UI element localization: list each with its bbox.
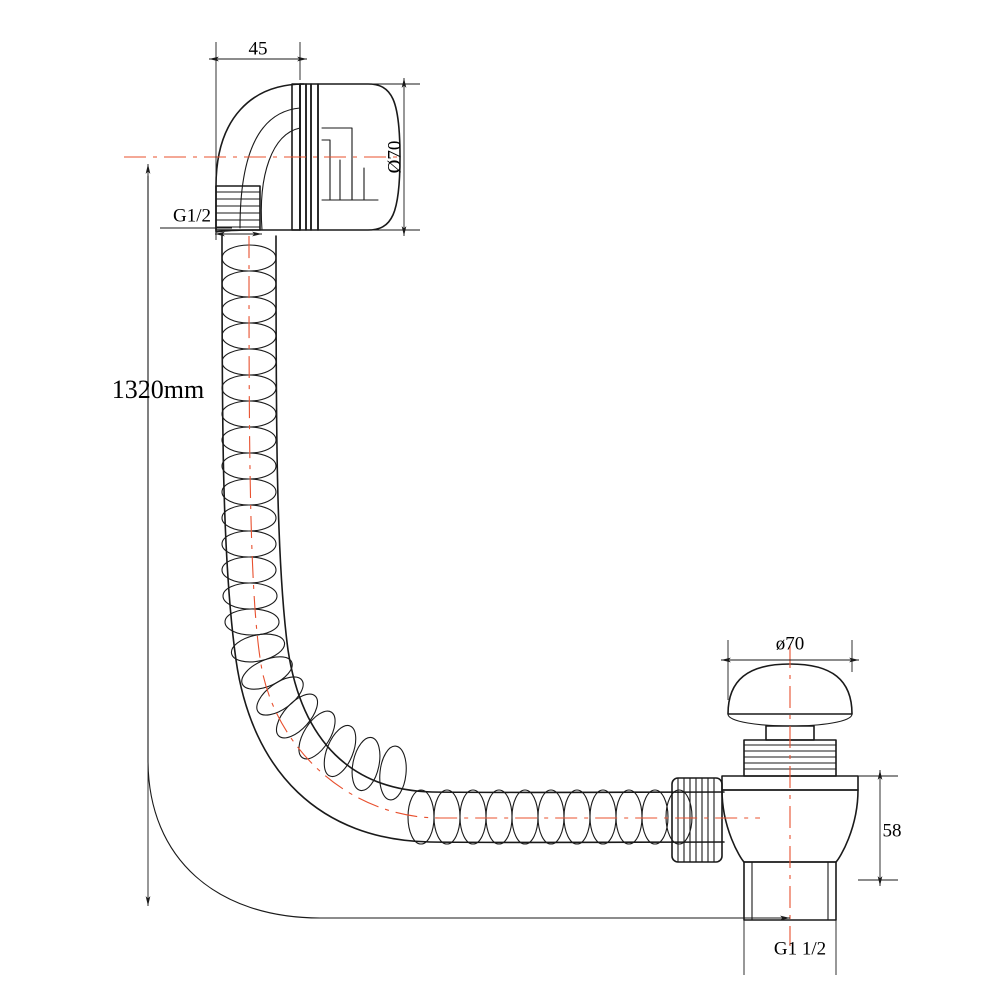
- overflow-inlet-thread: [215, 185, 261, 231]
- dimension-label-waste-diameter: ø70: [776, 633, 805, 654]
- flexible-hose: [221, 235, 725, 845]
- dimension-label-58: 58: [883, 820, 902, 841]
- dimension-label-g1-12: G1 1/2: [774, 938, 826, 959]
- overflow-cover-cap: [317, 83, 401, 231]
- hose-inner-edge: [275, 235, 725, 794]
- dimension-top-width: 45: [209, 38, 307, 190]
- hose-outer-edge: [221, 235, 725, 844]
- hose-corrugations-bend: [230, 633, 407, 801]
- dimension-label-overflow-diameter: Ø70: [384, 141, 405, 174]
- knurled-connector-nut: [671, 777, 723, 863]
- dimension-waste-cap-diameter: ø70: [721, 633, 859, 700]
- overflow-elbow-inner-curve-2: [260, 127, 301, 231]
- centerlines: [124, 156, 791, 946]
- hose-corrugations-horizontal: [407, 789, 693, 845]
- dimension-label-1320mm: 1320mm: [112, 375, 204, 404]
- dimension-inlet-thread: G1/2: [160, 205, 262, 240]
- bath-profile-reference: [147, 175, 745, 919]
- dimension-overflow-cap-diameter: Ø70: [368, 78, 420, 236]
- dimension-label-45: 45: [249, 38, 268, 59]
- overflow-elbow-inner-curve: [239, 107, 301, 229]
- dimension-waste-height: 58: [858, 770, 902, 886]
- overflow-cover-ribs: [321, 127, 379, 201]
- hose-centerline: [248, 235, 760, 819]
- dimension-hose-length: 1320mm: [112, 164, 204, 906]
- dimension-label-g12: G1/2: [173, 205, 211, 226]
- dimension-outlet-thread: G1 1/2: [700, 915, 837, 975]
- hose-corrugations-vertical: [221, 244, 280, 636]
- overflow-assembly: [215, 83, 401, 233]
